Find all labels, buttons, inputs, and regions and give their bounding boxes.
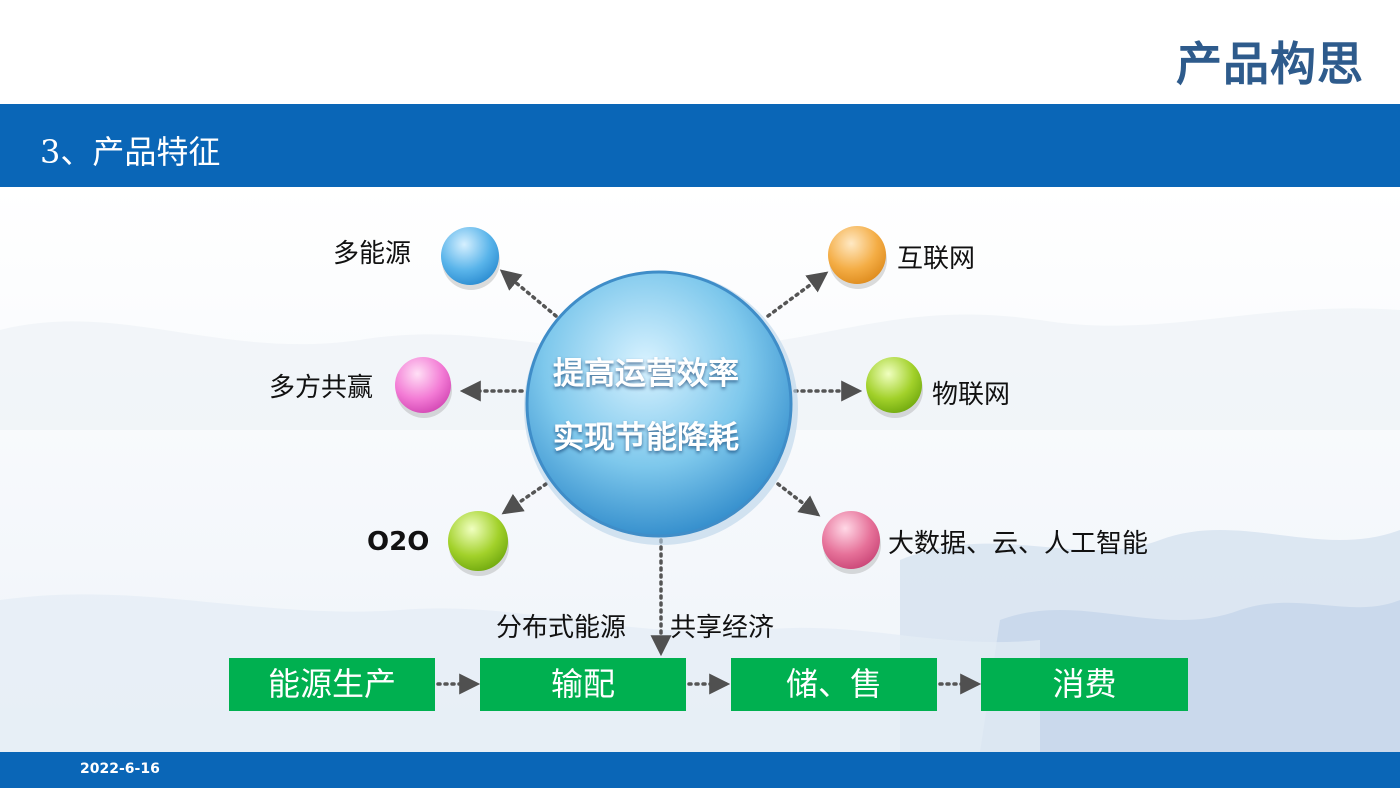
- label-distributed-energy: 分布式能源: [496, 613, 627, 643]
- footer-date: 2022-6-16: [80, 761, 160, 777]
- node-o2o: [448, 511, 508, 571]
- chain-step-consumption: 消费: [981, 658, 1188, 711]
- label-internet: 互联网: [897, 244, 976, 274]
- arrow-to-multi-energy: [499, 269, 558, 318]
- node-win-win: [395, 357, 451, 413]
- label-o2o: O2O: [367, 527, 430, 557]
- label-sharing-economy: 共享经济: [670, 613, 775, 643]
- arrow-to-internet: [766, 271, 829, 318]
- page-title: 产品构思: [1176, 37, 1364, 91]
- label-iot: 物联网: [932, 380, 1011, 410]
- center-circle: [525, 270, 793, 538]
- chain-step-transmission: 输配: [480, 658, 686, 711]
- footer-bar: [0, 752, 1400, 788]
- center-line-1: 提高运营效率: [553, 356, 739, 392]
- section-banner: [0, 104, 1400, 187]
- chain-step-storage-sales: 储、售: [731, 658, 937, 711]
- arrow-to-o2o: [501, 482, 548, 515]
- label-bigdata: 大数据、云、人工智能: [888, 529, 1149, 559]
- node-multi-energy: [441, 227, 499, 285]
- label-win-win: 多方共赢: [269, 373, 374, 403]
- node-iot: [866, 357, 922, 413]
- label-multi-energy: 多能源: [333, 239, 412, 269]
- node-internet: [828, 226, 886, 284]
- arrow-to-bigdata: [776, 482, 821, 517]
- section-heading: 3、产品特征: [40, 133, 221, 171]
- chain-step-production: 能源生产: [229, 658, 435, 711]
- node-bigdata: [822, 511, 880, 569]
- center-line-2: 实现节能降耗: [553, 420, 739, 456]
